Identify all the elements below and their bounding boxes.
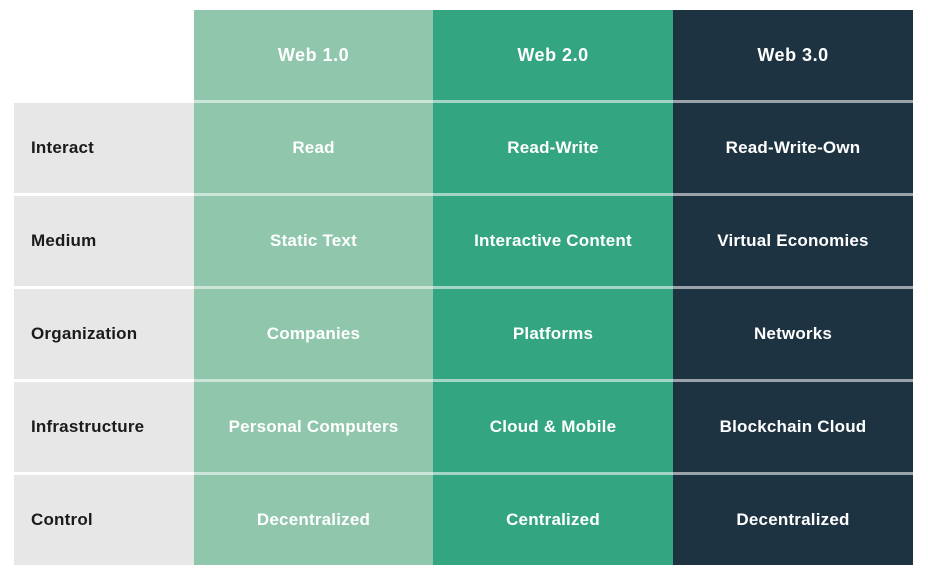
row-label-interact: Interact	[14, 103, 194, 196]
row-label-organization: Organization	[14, 289, 194, 382]
control-web1-cell: Decentralized	[194, 475, 433, 565]
table-grid: Web 1.0 Web 2.0 Web 3.0 Interact Read Re…	[14, 10, 913, 565]
infrastructure-web2-cell: Cloud & Mobile	[433, 382, 673, 475]
medium-web3-cell: Virtual Economies	[673, 196, 913, 289]
interact-web2-cell: Read-Write	[433, 103, 673, 196]
control-web2-cell: Centralized	[433, 475, 673, 565]
row-label-medium: Medium	[14, 196, 194, 289]
row-label-infrastructure: Infrastructure	[14, 382, 194, 475]
organization-web3-cell: Networks	[673, 289, 913, 382]
column-header-web1: Web 1.0	[194, 10, 433, 103]
infrastructure-web3-cell: Blockchain Cloud	[673, 382, 913, 475]
control-web3-cell: Decentralized	[673, 475, 913, 565]
medium-web2-cell: Interactive Content	[433, 196, 673, 289]
organization-web1-cell: Companies	[194, 289, 433, 382]
interact-web1-cell: Read	[194, 103, 433, 196]
interact-web3-cell: Read-Write-Own	[673, 103, 913, 196]
row-label-control: Control	[14, 475, 194, 565]
medium-web1-cell: Static Text	[194, 196, 433, 289]
empty-corner-cell	[14, 10, 194, 103]
column-header-web2: Web 2.0	[433, 10, 673, 103]
infrastructure-web1-cell: Personal Computers	[194, 382, 433, 475]
organization-web2-cell: Platforms	[433, 289, 673, 382]
column-header-web3: Web 3.0	[673, 10, 913, 103]
